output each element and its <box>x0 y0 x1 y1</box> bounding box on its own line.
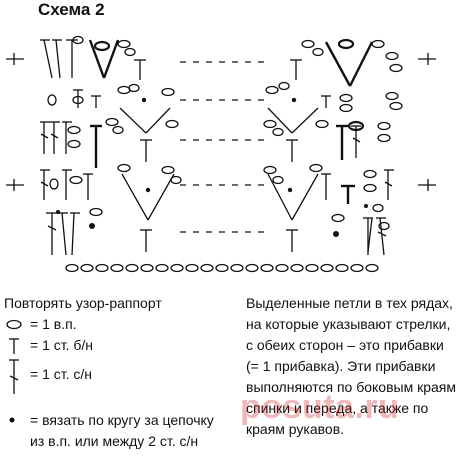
right-shell-stitches <box>267 41 374 252</box>
double-crochet-icon <box>9 359 19 394</box>
legend-item-label: = 1 ст. с/н <box>30 366 93 382</box>
legend-item-dot: = вязать по кругу за цепочку из в.п. или… <box>4 410 229 452</box>
dot-icon <box>9 417 15 423</box>
increase-arrow-right-mid <box>418 179 436 191</box>
legend-heading: Повторять узор-раппорт <box>4 295 162 311</box>
dot-markers <box>56 97 368 237</box>
legend-item-chain: = 1 в.п. <box>4 314 229 335</box>
diagram-title: Схема 2 <box>38 0 105 19</box>
repeat-dashes <box>180 61 270 233</box>
legend-item-label: = 1 ст. б/н <box>30 337 94 353</box>
left-edge-stitches <box>40 39 120 256</box>
left-shell-stitches <box>119 59 175 252</box>
single-crochet-icon <box>9 338 19 354</box>
watermark: posuta.ru <box>240 388 400 426</box>
legend-item-label: = 1 в.п. <box>30 316 77 332</box>
foundation-chain <box>65 263 379 273</box>
increase-note: Выделенные петли в тех рядах, на которые… <box>246 295 457 437</box>
increase-arrow-right-top <box>418 53 436 65</box>
chain-clusters <box>47 35 403 231</box>
right-edge-stitches <box>321 95 394 256</box>
increase-arrow-left-mid <box>6 179 24 191</box>
legend: Повторять узор-раппорт = 1 в.п. = 1 ст. … <box>4 293 229 452</box>
legend-item-double-crochet: = 1 ст. с/н <box>4 356 229 400</box>
legend-item-label: = вязать по кругу за цепочку из в.п. или… <box>30 412 214 449</box>
legend-item-single-crochet: = 1 ст. б/н <box>4 335 229 356</box>
crochet-chart <box>6 35 436 273</box>
chain-stitch-icon <box>6 319 22 330</box>
increase-arrow-left-top <box>6 53 24 65</box>
